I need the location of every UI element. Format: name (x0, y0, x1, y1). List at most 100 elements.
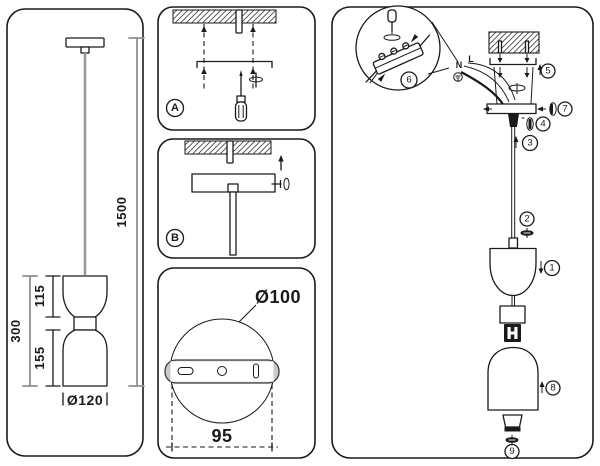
hanging-rod-b (229, 191, 237, 256)
part-9-callout: 9 (504, 435, 520, 460)
part-3-callout: 3 (513, 134, 539, 152)
turn-ellipse-icon (549, 102, 557, 116)
canopy-detail-panel: Ø100 95 (157, 267, 316, 459)
ceiling-screw-a (235, 9, 243, 34)
lower-shade-drawing (62, 329, 108, 387)
wire-curve-thick (460, 70, 505, 107)
canopy-diameter-label: Ø100 (255, 287, 301, 307)
canopy-drawing (65, 37, 105, 48)
lower-shade-assembly (487, 346, 539, 411)
step-a-badge (165, 98, 185, 118)
down-arrow-icon (497, 67, 530, 78)
part-4-label: 4 (540, 119, 545, 130)
part-8-label: 8 (550, 383, 555, 394)
dim-155-label: 155 (32, 346, 47, 369)
embedded-screw-left (497, 40, 503, 54)
ceiling-hatch-assembly (488, 31, 540, 54)
dimension-panel-border (6, 8, 144, 457)
step-b-panel: B (157, 138, 316, 259)
step-a-label: A (171, 102, 179, 114)
part-5-badge (540, 63, 556, 79)
dim-diameter-120: Ø120 (62, 392, 108, 408)
up-arrow-icon (201, 26, 207, 32)
wire-curve-1 (463, 65, 510, 103)
wire-curve-2 (467, 62, 516, 101)
turn-ellipse-icon (383, 34, 401, 41)
lamp-socket (504, 324, 521, 342)
up-arrow-icon (201, 68, 207, 74)
neutral-wire-label: N (456, 60, 463, 70)
part-8-badge (545, 380, 561, 396)
part-3-badge (521, 134, 539, 152)
part-6-badge (400, 71, 418, 89)
dim-115-label: 115 (32, 285, 47, 307)
part-6-label: 6 (406, 75, 411, 86)
left-arrow-icon (483, 106, 492, 112)
mounting-bracket-assembly (489, 57, 537, 66)
step-a-panel: A (157, 6, 316, 131)
diameter-leader-line (238, 304, 257, 323)
dim-300: 300 (8, 275, 38, 387)
diffuser-ring (502, 414, 523, 428)
dim-1500-label: 1500 (114, 197, 129, 228)
bubble-leader-bottom (427, 67, 450, 75)
part-7-label: 7 (562, 104, 567, 115)
dim-120-label: Ø120 (67, 392, 103, 408)
dim-115: 115 (32, 275, 61, 318)
canopy-side-right (530, 66, 534, 105)
part-1-badge (543, 259, 561, 277)
assembly-panel: 6 N L (331, 5, 594, 460)
part-1-label: 1 (549, 263, 554, 274)
part-5-label: 5 (545, 66, 550, 77)
side-screw-turn-icon (271, 177, 290, 191)
part-7-callout: 7 (537, 101, 573, 117)
part-2-label: 2 (524, 214, 529, 225)
part-9-label: 9 (509, 446, 514, 457)
mounting-bracket-a (196, 60, 273, 69)
upper-shade-drawing (62, 275, 108, 318)
canopy-side-left (493, 66, 498, 105)
screwdriver-icon (234, 70, 248, 122)
canopy-box (486, 103, 537, 115)
step-a-border (157, 6, 316, 131)
bubble-leader-top (431, 21, 459, 63)
part-3-label: 3 (527, 138, 532, 149)
ceiling-hatch-a (172, 9, 277, 24)
hole-spacing-label: 95 (211, 426, 232, 446)
down-arrow-icon (497, 54, 530, 63)
embedded-screw-right (524, 40, 530, 54)
screw-turn-icon (249, 72, 263, 88)
up-arrow-icon (250, 26, 256, 32)
part-4-callout: 4 (526, 116, 551, 132)
shade-connector-assembly (499, 305, 526, 324)
part-4-badge (535, 116, 551, 132)
dim-1500: 1500 (114, 37, 145, 387)
strain-relief-stub (508, 237, 519, 249)
ceiling-screw-b (226, 140, 234, 164)
shade-connector-drawing (73, 316, 97, 331)
diffuser-band (504, 427, 521, 432)
part-2-callout: 2 (519, 211, 535, 238)
part-8-callout: 8 (539, 380, 561, 396)
screwdriver-icon (387, 9, 397, 34)
upper-shade-assembly (489, 247, 537, 297)
dimension-panel: 1500 300 115 155 Ø120 (6, 8, 145, 457)
part-1-callout: 1 (538, 259, 561, 277)
supply-wires: N L (453, 54, 516, 107)
up-arrow-icon (278, 155, 284, 171)
center-hole (217, 366, 227, 376)
cord-grip (508, 113, 519, 127)
terminal-block-icon (365, 34, 431, 84)
part-2-badge (519, 211, 535, 227)
dim-155: 155 (32, 329, 61, 387)
step-b-label: B (171, 232, 179, 244)
mounting-band (164, 359, 280, 384)
turn-ellipse-icon (526, 117, 534, 131)
canopy-stem (80, 46, 90, 54)
slot-hole-left (177, 367, 194, 375)
step-b-badge (165, 228, 185, 248)
part-9-badge (504, 443, 520, 460)
rod-socket-b (227, 183, 239, 193)
